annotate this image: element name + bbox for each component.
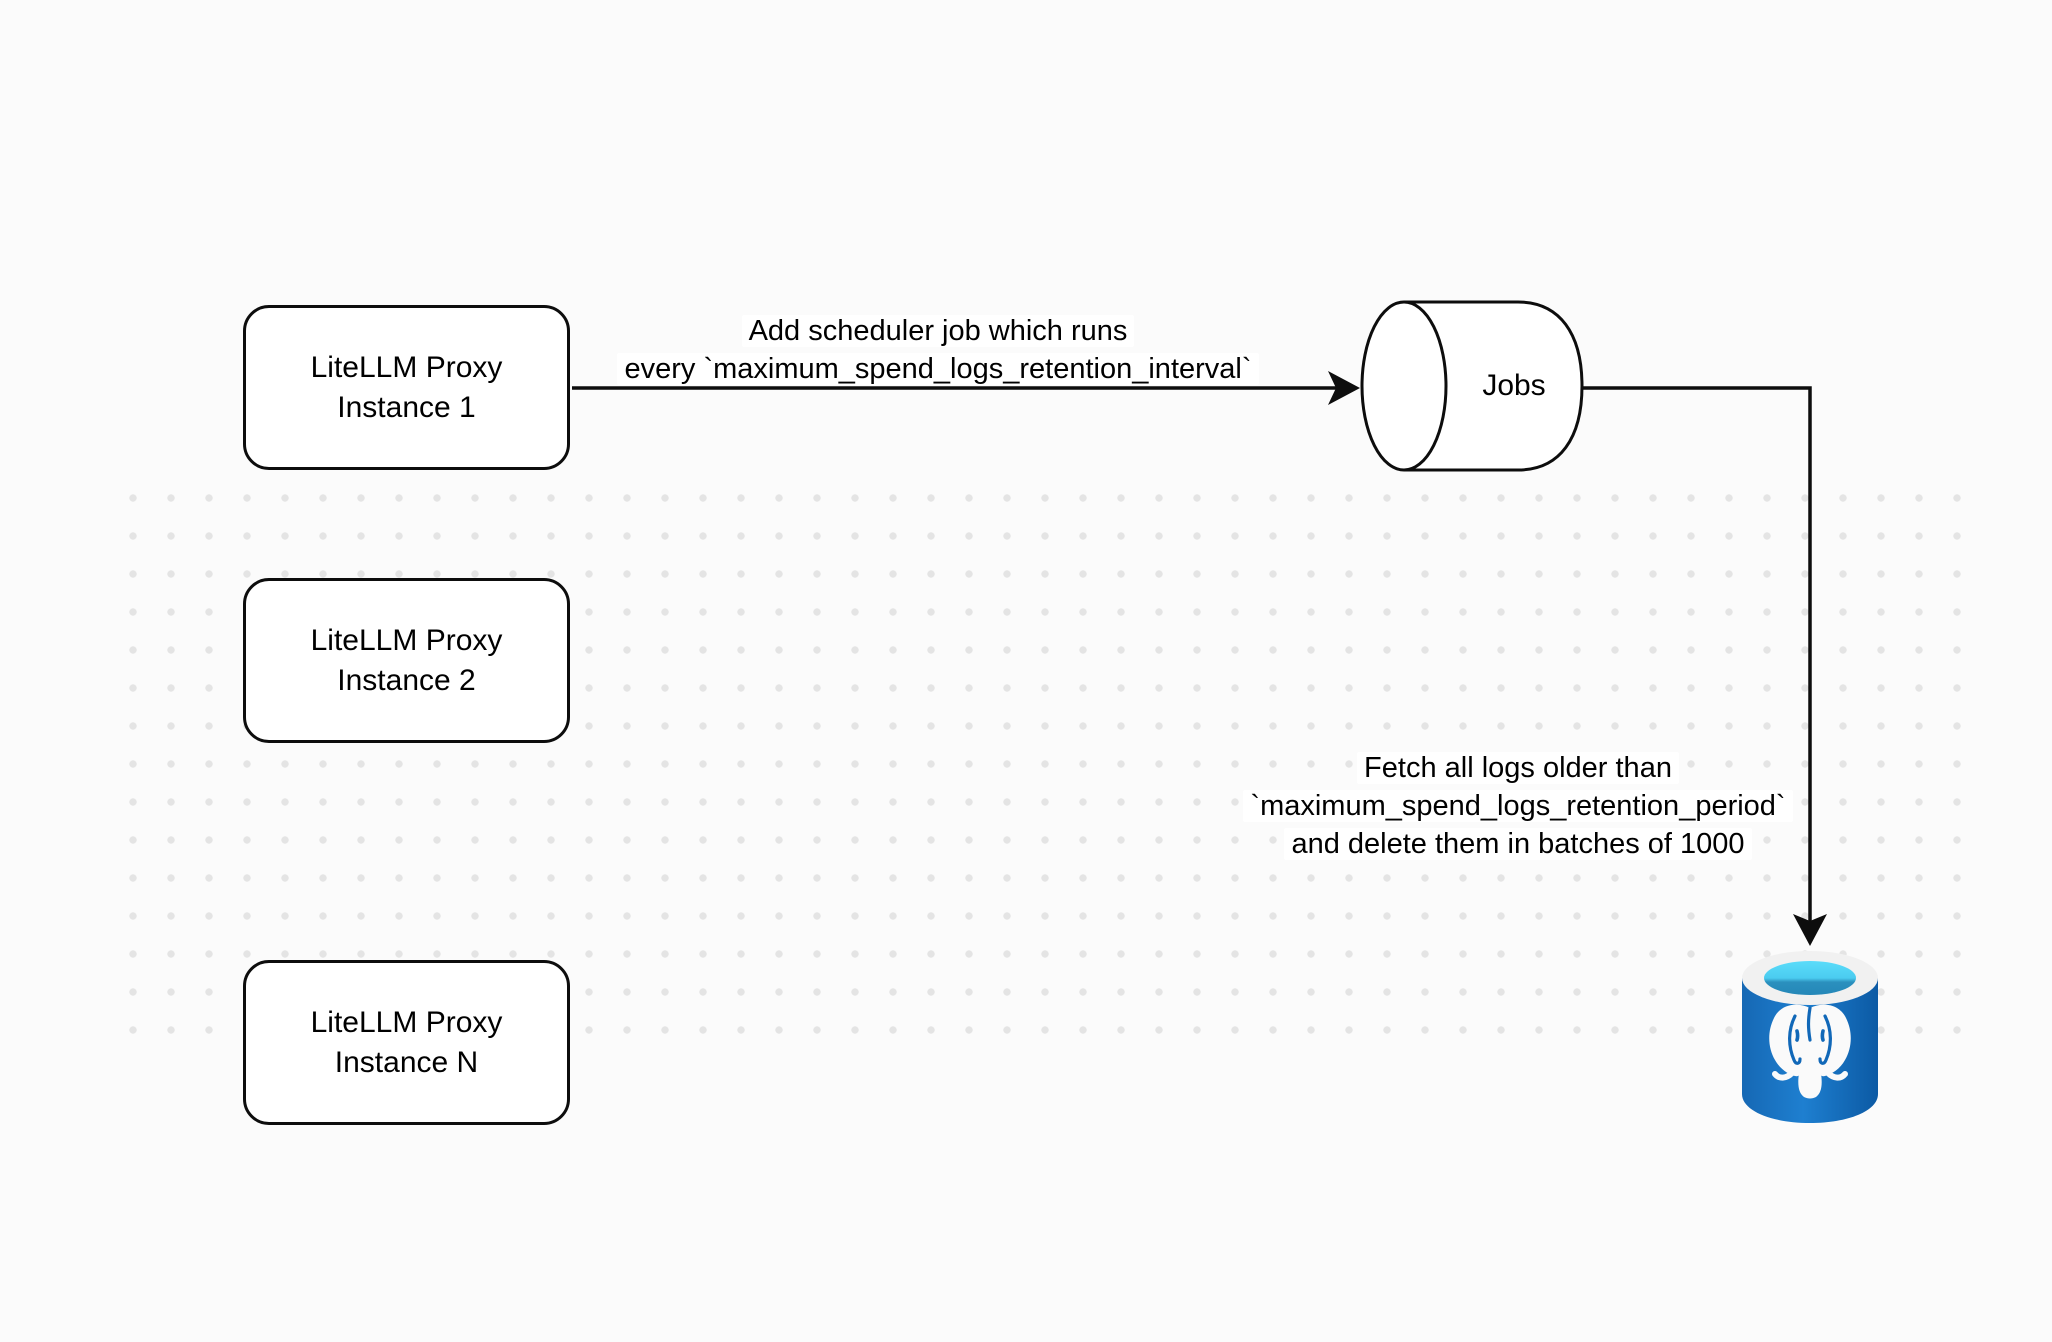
edge-label-fetch-line2: `maximum_spend_logs_retention_period` [1243,790,1793,822]
node-label-line1: LiteLLM Proxy [310,1005,503,1039]
edge-label-fetch-line1: Fetch all logs older than [1357,752,1679,784]
edge-label-scheduler: Add scheduler job which runs every `maxi… [556,312,1320,388]
postgres-elephant-icon [1769,1004,1851,1099]
jobs-label: Jobs [1482,369,1546,402]
node-label-line1: LiteLLM Proxy [310,350,503,384]
edge-label-scheduler-line2: every `maximum_spend_logs_retention_inte… [617,353,1259,385]
node-label-line1: LiteLLM Proxy [310,623,503,657]
postgresql-database-icon [1742,951,1878,1123]
db-cylinder-body [1742,978,1878,1123]
node-litellm-proxy-instance-2: LiteLLM Proxy Instance 2 [243,578,570,743]
edge-label-fetch-delete: Fetch all logs older than `maximum_spend… [1208,749,1828,863]
node-litellm-proxy-instance-1: LiteLLM Proxy Instance 1 [243,305,570,470]
arrowhead-down-icon [1793,914,1827,946]
node-label-line2: Instance 2 [337,663,476,697]
node-litellm-proxy-instance-n: LiteLLM Proxy Instance N [243,960,570,1125]
edge-label-fetch-line3: and delete them in batches of 1000 [1284,828,1752,860]
node-label-line2: Instance 1 [337,390,476,424]
node-label-line2: Instance N [334,1045,479,1079]
arrowhead-right-icon [1328,371,1360,405]
db-cylinder-opening [1764,961,1856,995]
jobs-cylinder-face [1360,300,1448,472]
db-cylinder-rim [1742,951,1878,1005]
edge-label-scheduler-line1: Add scheduler job which runs [741,315,1135,347]
